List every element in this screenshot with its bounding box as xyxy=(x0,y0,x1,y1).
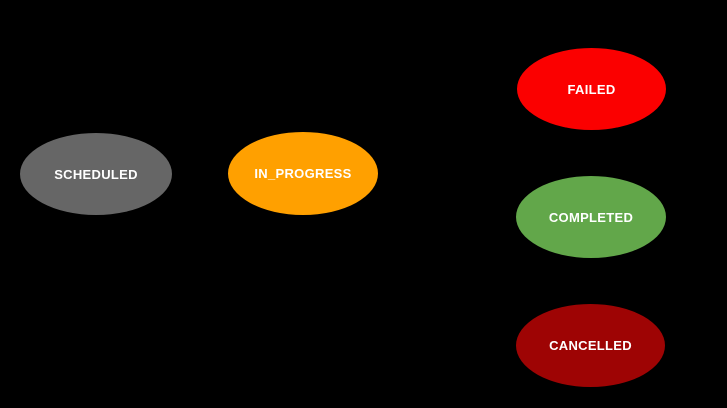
state-node-scheduled: SCHEDULED xyxy=(19,132,173,216)
state-node-in-progress: IN_PROGRESS xyxy=(227,131,379,216)
state-node-failed: FAILED xyxy=(516,47,667,131)
state-node-completed-label: COMPLETED xyxy=(548,209,634,225)
state-node-failed-label: FAILED xyxy=(567,81,616,97)
state-node-completed: COMPLETED xyxy=(515,175,667,259)
state-node-cancelled: CANCELLED xyxy=(515,303,666,388)
state-node-scheduled-label: SCHEDULED xyxy=(54,166,138,182)
state-node-cancelled-label: CANCELLED xyxy=(549,338,632,353)
state-node-in-progress-label: IN_PROGRESS xyxy=(254,166,352,181)
